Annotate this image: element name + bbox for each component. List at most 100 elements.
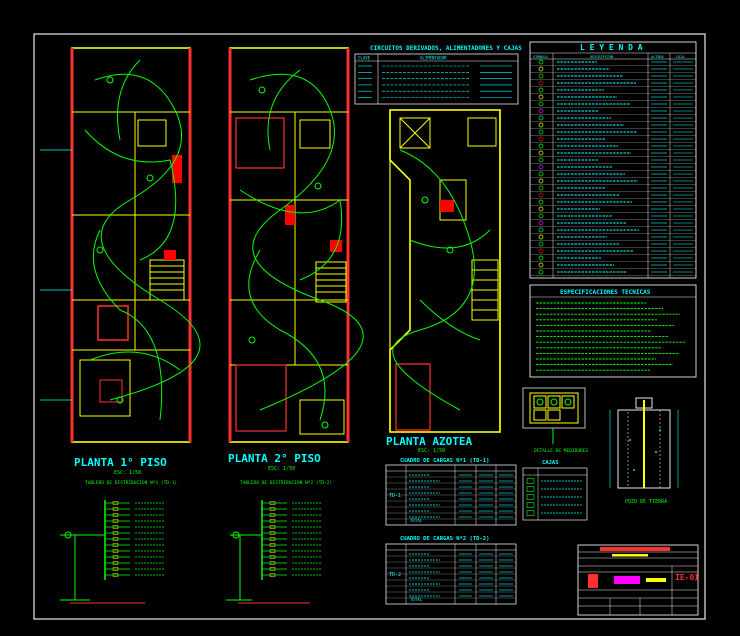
- legend-symbol-icon: [538, 80, 544, 86]
- legend-symbol-icon: [538, 94, 544, 100]
- load-table-td1-total: TOTAL: [410, 518, 423, 523]
- legend-symbol-icon: [538, 87, 544, 93]
- legend-header-description: DESCRIPCION: [590, 55, 613, 59]
- legend-symbol-icon: [538, 199, 544, 205]
- box-symbol-icon: [526, 478, 535, 484]
- load-table-td2-title: CUADRO DE CARGAS Nº2 (TD-2): [400, 535, 489, 542]
- meter-rack-title: DETALLE DE MEDIDORES: [534, 448, 588, 454]
- legend-symbol-icon: [538, 59, 544, 65]
- floor2-plan: PLANTA 2° PISO ESC: 1/50: [228, 47, 364, 472]
- floor2-title: PLANTA 2° PISO: [228, 452, 321, 465]
- breaker-icon: [269, 555, 276, 559]
- legend-header-symbol: SIMBOLO: [533, 55, 548, 59]
- box-symbol-icon: [526, 502, 535, 508]
- legend-symbol-icon: [538, 255, 544, 261]
- roof-plan: PLANTA AZOTEA ESC: 1/50: [386, 109, 501, 454]
- legend-symbol-icon: [538, 150, 544, 156]
- roof-scale: ESC: 1/50: [418, 448, 445, 454]
- specs-lines: [536, 302, 685, 371]
- load-table-td2-rows: [386, 553, 516, 599]
- legend-header-box: CAJA: [676, 55, 685, 59]
- diagram-td1-branches: [105, 501, 165, 577]
- legend-header-height: ALTURA: [651, 55, 665, 59]
- legend-symbol-icon: [538, 143, 544, 149]
- legend-symbol-icon: [538, 178, 544, 184]
- box-symbol-icon: [526, 494, 535, 500]
- legend-symbol-icon: [538, 171, 544, 177]
- breaker-icon: [269, 501, 276, 505]
- title-block: IE-01: [577, 544, 699, 616]
- meter-rack-detail: DETALLE DE MEDIDORES: [522, 387, 588, 454]
- diagram-td2-title: TABLERO DE DISTRIBUCION Nº2 (TD-2): [240, 480, 332, 486]
- breaker-icon: [112, 555, 119, 559]
- floor1-scale: ESC: 1/50: [114, 470, 141, 476]
- roof-title: PLANTA AZOTEA: [386, 435, 472, 448]
- sheet-frame: [33, 33, 706, 620]
- load-table-td1-rows: [386, 474, 516, 520]
- circuits-table: CIRCUITOS DERIVADOS, ALIMENTADORES Y CAJ…: [354, 45, 522, 105]
- legend-symbol-icon: [538, 269, 544, 275]
- breaker-icon: [112, 525, 119, 529]
- legend-symbol-icon: [538, 185, 544, 191]
- breaker-icon: [269, 519, 276, 523]
- legend-symbol-icon: [538, 241, 544, 247]
- legend-symbol-icon: [538, 164, 544, 170]
- breaker-icon: [269, 507, 276, 511]
- floor2-scale: ESC: 1/50: [268, 466, 295, 472]
- single-line-diagram-td2: TABLERO DE DISTRIBUCION Nº2 (TD-2): [226, 480, 332, 604]
- legend-symbol-icon: [538, 157, 544, 163]
- breaker-icon: [112, 501, 119, 505]
- legend-table: L E Y E N D A SIMBOLO DESCRIPCION ALTURA…: [529, 41, 697, 279]
- load-table-td1: CUADRO DE CARGAS Nº1 (TD-1) TD-1 TOTAL: [385, 457, 517, 526]
- ground-well-title: POZO DE TIERRA: [625, 499, 667, 505]
- specs-box: ESPECIFICACIONES TECNICAS: [529, 284, 697, 378]
- ground-well-detail: POZO DE TIERRA: [609, 397, 679, 505]
- legend-symbol-icon: [538, 115, 544, 121]
- legend-symbol-icon: [538, 206, 544, 212]
- breaker-icon: [112, 513, 119, 517]
- diagram-td2-branches: [262, 501, 322, 577]
- breaker-icon: [112, 573, 119, 577]
- breaker-icon: [269, 513, 276, 517]
- legend-symbol-icon: [538, 227, 544, 233]
- legend-symbol-icon: [538, 234, 544, 240]
- boxes-table-rows: [526, 478, 583, 516]
- load-table-td1-title: CUADRO DE CARGAS Nº1 (TD-1): [400, 457, 489, 464]
- breaker-icon: [112, 561, 119, 565]
- circuits-header-key: CLAVE: [358, 56, 371, 61]
- legend-symbol-icon: [538, 73, 544, 79]
- circuits-table-rows: [358, 65, 512, 98]
- load-table-td1-board: TD-1: [389, 493, 401, 499]
- floor1-title: PLANTA 1° PISO: [74, 456, 167, 469]
- breaker-icon: [112, 549, 119, 553]
- legend-symbol-icon: [538, 136, 544, 142]
- legend-symbol-icon: [538, 66, 544, 72]
- breaker-icon: [269, 537, 276, 541]
- legend-symbol-icon: [538, 129, 544, 135]
- legend-symbol-icon: [538, 262, 544, 268]
- breaker-icon: [112, 507, 119, 511]
- legend-symbol-icon: [538, 248, 544, 254]
- single-line-diagram-td1: TABLERO DE DISTRIBUCION Nº1 (TD-1): [60, 480, 177, 604]
- breaker-icon: [269, 567, 276, 571]
- circuits-header-feeder: ALIMENTADOR: [420, 56, 447, 61]
- legend-symbol-icon: [538, 220, 544, 226]
- legend-title: L E Y E N D A: [580, 43, 643, 52]
- circuits-table-title: CIRCUITOS DERIVADOS, ALIMENTADORES Y CAJ…: [370, 45, 522, 52]
- diagram-td1-title: TABLERO DE DISTRIBUCION Nº1 (TD-1): [85, 480, 177, 486]
- legend-symbol-icon: [538, 213, 544, 219]
- boxes-table-title: CAJAS: [542, 460, 559, 466]
- breaker-icon: [112, 567, 119, 571]
- box-symbol-icon: [526, 486, 535, 492]
- breaker-icon: [112, 543, 119, 547]
- breaker-icon: [269, 525, 276, 529]
- legend-symbol-icon: [538, 122, 544, 128]
- legend-symbol-icon: [538, 108, 544, 114]
- legend-symbol-icon: [538, 192, 544, 198]
- breaker-icon: [269, 531, 276, 535]
- breaker-icon: [112, 519, 119, 523]
- boxes-table: CAJAS: [522, 460, 588, 521]
